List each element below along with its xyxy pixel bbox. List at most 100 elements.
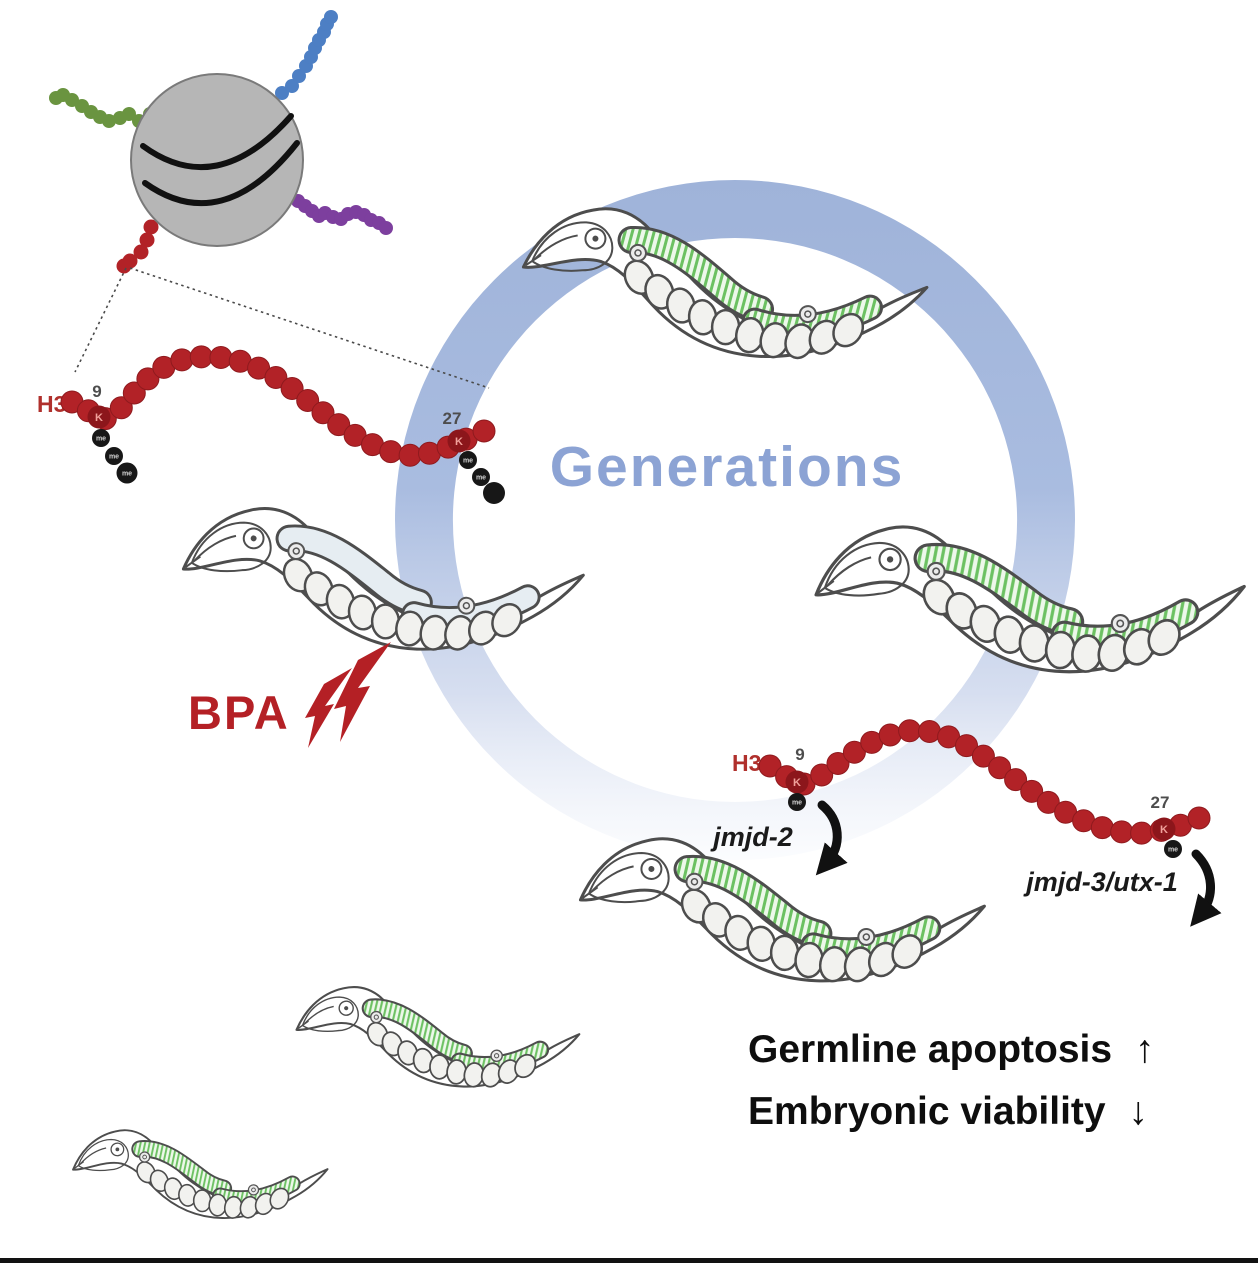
k9-position-label: 9 [92, 382, 101, 401]
methyl-bead [92, 429, 110, 447]
bead [311, 401, 335, 425]
bead [285, 79, 299, 93]
bead [1090, 816, 1114, 840]
bottom-rule [0, 1258, 1258, 1263]
bead [398, 443, 422, 467]
bead [955, 734, 978, 758]
k27-position-label: 27 [1151, 793, 1170, 812]
outcome-embryonic-viability: Embryonic viability ↓ [748, 1090, 1148, 1133]
outcome-text: Germline apoptosis ↑ Embryonic viability… [748, 1028, 1154, 1133]
bpa-label: BPA [188, 686, 290, 739]
bead [1187, 806, 1211, 830]
down-arrow-icon: ↓ [1128, 1090, 1148, 1133]
worm-descendant-small [70, 1127, 329, 1225]
lysine-bead [785, 770, 809, 794]
methyl-bead [1164, 840, 1182, 858]
me-letter: me [109, 454, 119, 461]
me-letter: me [476, 475, 486, 482]
me-letter: me [463, 458, 473, 465]
dna-gyre [142, 140, 300, 207]
me-letter: me [1168, 847, 1178, 854]
bead [113, 111, 127, 125]
bead [898, 719, 922, 743]
jmjd3-utx1-label: jmjd-3/utx-1 [1023, 867, 1178, 897]
bead [1036, 790, 1060, 814]
bead [1110, 820, 1134, 844]
bead [379, 440, 403, 464]
lightning-bolt-icon [305, 642, 391, 748]
bead [109, 396, 133, 420]
nucleosome-core [130, 73, 304, 247]
dna-gyre [140, 113, 294, 170]
worm-bpa-exposed [178, 502, 587, 663]
bead [327, 413, 351, 437]
methyl-bead [788, 793, 806, 811]
outcome-text-1: Germline apoptosis [748, 1028, 1112, 1071]
up-arrow-icon: ↑ [1135, 1028, 1155, 1071]
bead [170, 348, 194, 372]
worm-descendant-medium [293, 982, 582, 1096]
jmjd2-label: jmjd-2 [710, 822, 793, 852]
bead [324, 10, 338, 24]
zoom-indicator-lines [74, 267, 490, 389]
bead [139, 232, 155, 248]
bpa-exposure: BPA [188, 642, 391, 748]
bead [826, 752, 850, 775]
bead [136, 367, 160, 391]
h3-label: H3 [732, 750, 761, 776]
k27-position-label: 27 [443, 409, 462, 428]
tail-purple [291, 194, 393, 235]
tail-blue [275, 10, 338, 100]
outcome-germline-apoptosis: Germline apoptosis ↑ [748, 1028, 1154, 1071]
bead [918, 720, 941, 743]
methyl-bead [472, 468, 490, 486]
jmjd3-utx1-arrow [1190, 849, 1222, 927]
k-letter: K [95, 412, 103, 424]
lysine-bead [1152, 817, 1176, 841]
me-letter: me [122, 471, 132, 478]
k9-position-label: 9 [795, 745, 804, 764]
bead [264, 366, 288, 389]
bead [280, 377, 304, 400]
bead [49, 91, 63, 105]
bead [189, 345, 213, 369]
bead [122, 381, 146, 405]
lysine-bead [87, 405, 111, 429]
bead [758, 754, 782, 778]
bead [810, 763, 834, 787]
k-letter: K [1160, 824, 1168, 836]
methyl-bead [483, 482, 505, 504]
bead [292, 69, 306, 83]
bead [1020, 779, 1044, 803]
k-letter: K [793, 777, 801, 789]
bead [1130, 821, 1154, 845]
bead [379, 221, 393, 235]
bead [971, 744, 995, 768]
me-letter: me [792, 800, 802, 807]
jmjd2-arrow [815, 800, 848, 876]
methyl-bead [459, 451, 477, 469]
demethylase-annotations: jmjd-2 jmjd-3/utx-1 [710, 800, 1222, 927]
methyl-bead [116, 462, 138, 484]
bead [275, 86, 289, 100]
outcome-text-2: Embryonic viability [748, 1090, 1106, 1133]
bead [1004, 768, 1028, 792]
methyl-bead [105, 447, 123, 465]
me-letter: me [96, 436, 106, 443]
bead [143, 219, 159, 235]
generations-label: Generations [550, 435, 905, 499]
lysine-bead [447, 429, 471, 453]
nucleosome [49, 10, 393, 274]
bead [116, 258, 132, 274]
bead [842, 740, 866, 764]
bead [133, 244, 149, 260]
bead [296, 389, 320, 412]
bead [472, 419, 496, 443]
bead [878, 723, 902, 747]
k-letter: K [455, 436, 463, 448]
bead [988, 756, 1012, 780]
